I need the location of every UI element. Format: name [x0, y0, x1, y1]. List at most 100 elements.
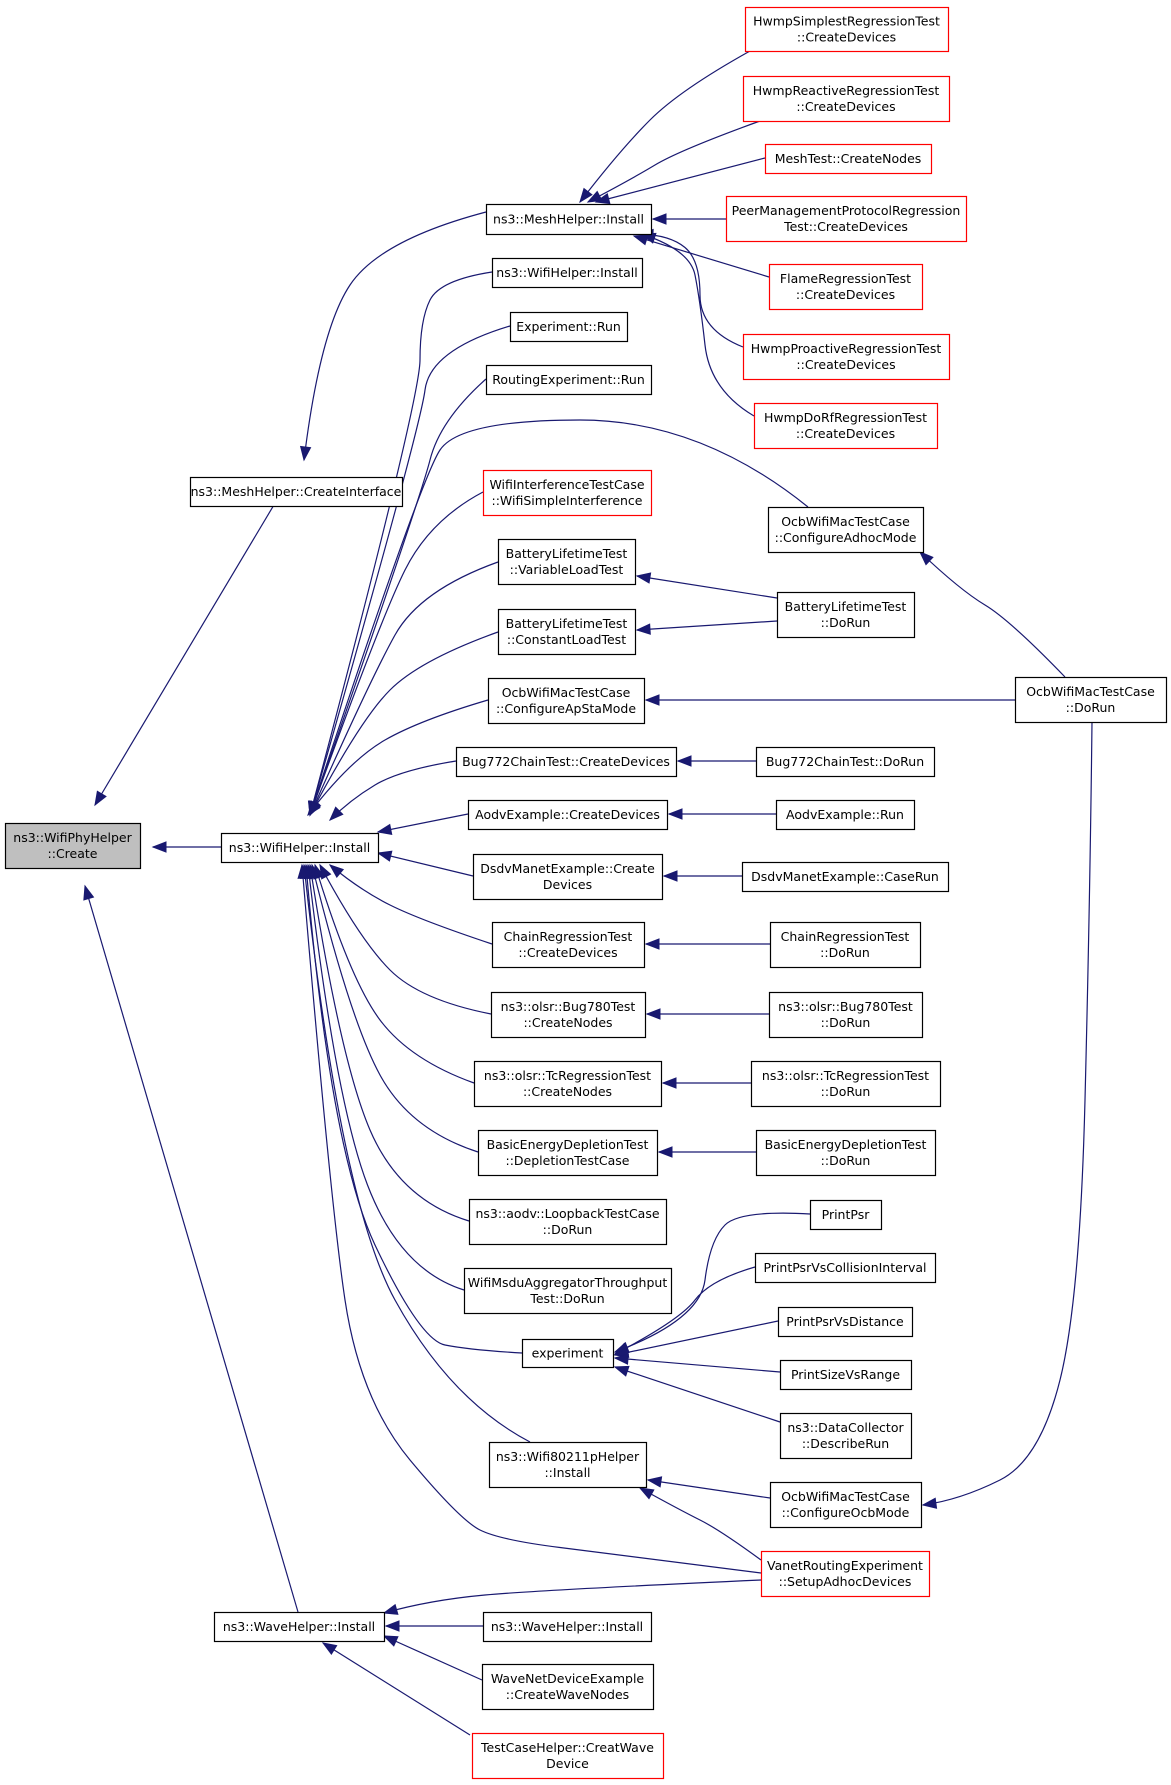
node-box [481, 1663, 655, 1711]
node-bedt[interactable]: BasicEnergyDepletionTest::DepletionTestC… [477, 1129, 659, 1177]
arrowhead-chaindr-to-chaincd [644, 938, 660, 950]
node-mhci[interactable]: ns3::MeshHelper::CreateInterface [189, 476, 404, 508]
node-ocbdorun[interactable]: OcbWifiMacTestCase::DoRun [1014, 676, 1168, 724]
node-label-line: ::CreateDevices [796, 99, 895, 114]
node-box [487, 677, 646, 725]
arrowhead-aodvrun-to-aodvcd [667, 808, 683, 820]
node-aodvrun[interactable]: AodvExample::Run [775, 799, 916, 831]
arrowhead-wvhi-to-wphc [83, 884, 95, 901]
node-box [744, 6, 950, 53]
edge-bltc-to-whi [309, 631, 499, 816]
node-box [1014, 676, 1168, 724]
node-flame[interactable]: FlameRegressionTest::CreateDevices [768, 263, 924, 311]
edge-whi2-to-whi [309, 271, 493, 816]
node-olsrbug[interactable]: ns3::olsr::Bug780Test::CreateNodes [490, 991, 647, 1039]
node-box [764, 143, 933, 175]
node-hwmpproa[interactable]: HwmpProactiveRegressionTest::CreateDevic… [742, 333, 951, 381]
node-label-line: Device [546, 1756, 589, 1771]
node-hwmpreac[interactable]: HwmpReactiveRegressionTest::CreateDevice… [742, 75, 951, 123]
node-label-line: ::VariableLoadTest [510, 562, 624, 577]
node-aodvloop[interactable]: ns3::aodv::LoopbackTestCase::DoRun [468, 1198, 668, 1246]
node-bltdorun[interactable]: BatteryLifetimeTest::DoRun [776, 591, 916, 639]
node-label-line: ::ConfigureApStaMode [496, 701, 636, 716]
node-bug772dr[interactable]: Bug772ChainTest::DoRun [755, 746, 936, 778]
node-ocbocb[interactable]: OcbWifiMacTestCase::ConfigureOcbMode [769, 1481, 923, 1529]
node-box [488, 1441, 648, 1489]
node-vanet[interactable]: VanetRoutingExperiment::SetupAdhocDevice… [760, 1550, 931, 1598]
node-label-line: experiment [532, 1346, 604, 1361]
edge-vanet-to-whi [301, 864, 762, 1574]
edge-aodvcd-to-whi [377, 813, 469, 833]
node-olsrtcdr[interactable]: ns3::olsr::TcRegressionTest::DoRun [750, 1060, 942, 1108]
node-dsdvcd[interactable]: DsdvManetExample::CreateDevices [472, 853, 664, 901]
node-label-line: ::DoRun [821, 1153, 871, 1168]
edge-ocbocb-to-w80211p [647, 1479, 771, 1499]
arrowhead-peermgmt-to-mhi [651, 213, 667, 225]
node-printpsrd[interactable]: PrintPsrVsDistance [777, 1306, 914, 1338]
node-dsdvrun[interactable]: DsdvManetExample::CaseRun [741, 861, 950, 893]
edge-ocbap-to-whi [307, 699, 489, 816]
edge-bedt-to-whi [311, 864, 479, 1153]
node-rexprun[interactable]: RoutingExperiment::Run [485, 364, 653, 396]
node-witc[interactable]: WifiInterferenceTestCase::WifiSimpleInte… [482, 469, 653, 517]
arrowhead-bug772dr-to-bug772cd [676, 755, 692, 767]
node-exprun[interactable]: Experiment::Run [509, 311, 629, 343]
node-bug772cd[interactable]: Bug772ChainTest::CreateDevices [455, 746, 678, 778]
node-box [485, 364, 653, 396]
node-label-line: ::DoRun [543, 1222, 593, 1237]
node-wvhi2[interactable]: ns3::WaveHelper::Install [482, 1611, 653, 1643]
edge-exprun-to-whi [309, 325, 511, 816]
node-aodvcd[interactable]: AodvExample::CreateDevices [467, 799, 669, 831]
node-wphc[interactable]: ns3::WifiPhyHelper::Create [4, 822, 142, 870]
node-hwmpsimp[interactable]: HwmpSimplestRegressionTest::CreateDevice… [744, 6, 950, 53]
node-peermgmt[interactable]: PeerManagementProtocolRegressionTest::Cr… [725, 195, 968, 243]
node-bedtdr[interactable]: BasicEnergyDepletionTest::DoRun [755, 1129, 937, 1177]
node-printpsr[interactable]: PrintPsr [809, 1199, 883, 1231]
node-label-line: ::DoRun [821, 1084, 871, 1099]
arrowhead-vanet-to-w80211p [638, 1487, 655, 1500]
node-experiment[interactable]: experiment [521, 1338, 615, 1369]
node-label-line: BasicEnergyDepletionTest [487, 1137, 649, 1152]
node-label-line: ns3::olsr::TcRegressionTest [484, 1068, 651, 1083]
node-wavenet[interactable]: WaveNetDeviceExample::CreateWaveNodes [481, 1663, 655, 1711]
node-datacoll[interactable]: ns3::DataCollector::DescribeRun [779, 1412, 913, 1460]
node-chaincd[interactable]: ChainRegressionTest::CreateDevices [491, 921, 646, 969]
node-label-line: ::CreateDevices [796, 287, 895, 302]
node-whi[interactable]: ns3::WifiHelper::Install [220, 832, 380, 864]
node-olsrbugdr[interactable]: ns3::olsr::Bug780Test::DoRun [768, 991, 924, 1039]
node-bltv[interactable]: BatteryLifetimeTest::VariableLoadTest [497, 538, 637, 586]
node-wvhi[interactable]: ns3::WaveHelper::Install [213, 1611, 386, 1643]
node-label-line: ::ConfigureAdhocMode [775, 530, 917, 545]
node-bltc[interactable]: BatteryLifetimeTest::ConstantLoadTest [497, 608, 637, 656]
node-box [463, 1267, 673, 1315]
node-hwmpdorf[interactable]: HwmpDoRfRegressionTest::CreateDevices [753, 402, 939, 450]
node-olsrtc[interactable]: ns3::olsr::TcRegressionTest::CreateNodes [473, 1060, 663, 1108]
node-box [750, 1060, 942, 1108]
nodes-layer: ns3::WifiPhyHelper::Create ns3::MeshHelpe… [4, 6, 1168, 1780]
node-label-line: ns3::aodv::LoopbackTestCase [475, 1206, 659, 1221]
node-label-line: DsdvManetExample::CaseRun [751, 869, 939, 884]
node-label-line: ::Install [544, 1465, 590, 1480]
node-box [482, 1611, 653, 1643]
edge-hwmpproa-to-mhi [639, 233, 744, 348]
node-w80211p[interactable]: ns3::Wifi80211pHelper::Install [488, 1441, 648, 1489]
node-label-line: MeshTest::CreateNodes [775, 151, 922, 166]
edge-vanet-to-wvhi [383, 1579, 762, 1614]
node-chaindr[interactable]: ChainRegressionTest::DoRun [769, 921, 922, 969]
node-whi2[interactable]: ns3::WifiHelper::Install [491, 257, 644, 289]
node-mhi[interactable]: ns3::MeshHelper::Install [485, 203, 653, 236]
node-ocbadhoc[interactable]: OcbWifiMacTestCase::ConfigureAdhocMode [767, 506, 925, 554]
node-printsvr[interactable]: PrintSizeVsRange [779, 1359, 913, 1391]
node-printpsrci[interactable]: PrintPsrVsCollisionInterval [754, 1252, 937, 1284]
edge-ocbdorun-to-ocbadhoc [919, 551, 1066, 678]
node-ocbap[interactable]: OcbWifiMacTestCase::ConfigureApStaMode [487, 677, 646, 725]
node-label-line: OcbWifiMacTestCase [1026, 684, 1155, 699]
edge-printpsr-to-experiment [614, 1212, 811, 1353]
node-meshtest[interactable]: MeshTest::CreateNodes [764, 143, 933, 175]
node-label-line: ::DoRun [820, 945, 870, 960]
node-box [473, 1060, 663, 1108]
node-label-line: ChainRegressionTest [781, 929, 910, 944]
